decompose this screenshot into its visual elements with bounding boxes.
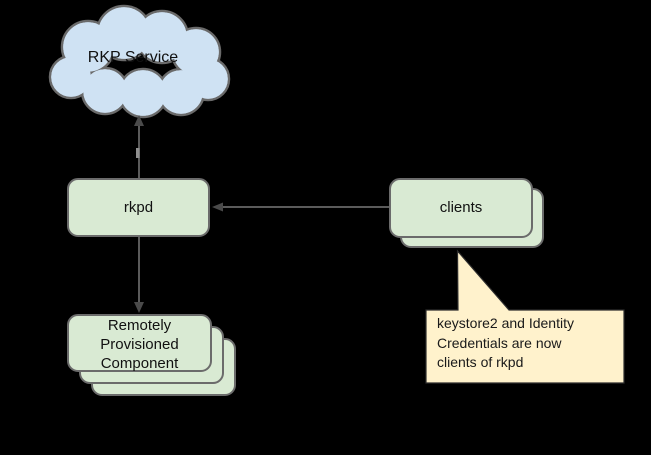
arrowhead-left-icon — [212, 202, 223, 212]
edge-midpoint-tick — [136, 148, 140, 158]
edge-clients-to-rkpd — [212, 202, 389, 212]
node-rpc — [67, 314, 212, 372]
node-clients — [389, 178, 533, 238]
arrowhead-up-icon — [134, 115, 144, 126]
node-rkpd — [67, 178, 210, 237]
callout-text: keystore2 and Identity Credentials are n… — [437, 315, 574, 370]
edge-rkpd-to-rkp-service — [134, 115, 144, 178]
rkp-service-cloud — [48, 4, 231, 119]
edge-rkpd-to-rpc — [134, 237, 144, 313]
rkp-service-label: RKP Service — [87, 49, 179, 66]
callout-bubble — [425, 249, 625, 384]
arrowhead-down-icon — [134, 302, 144, 313]
